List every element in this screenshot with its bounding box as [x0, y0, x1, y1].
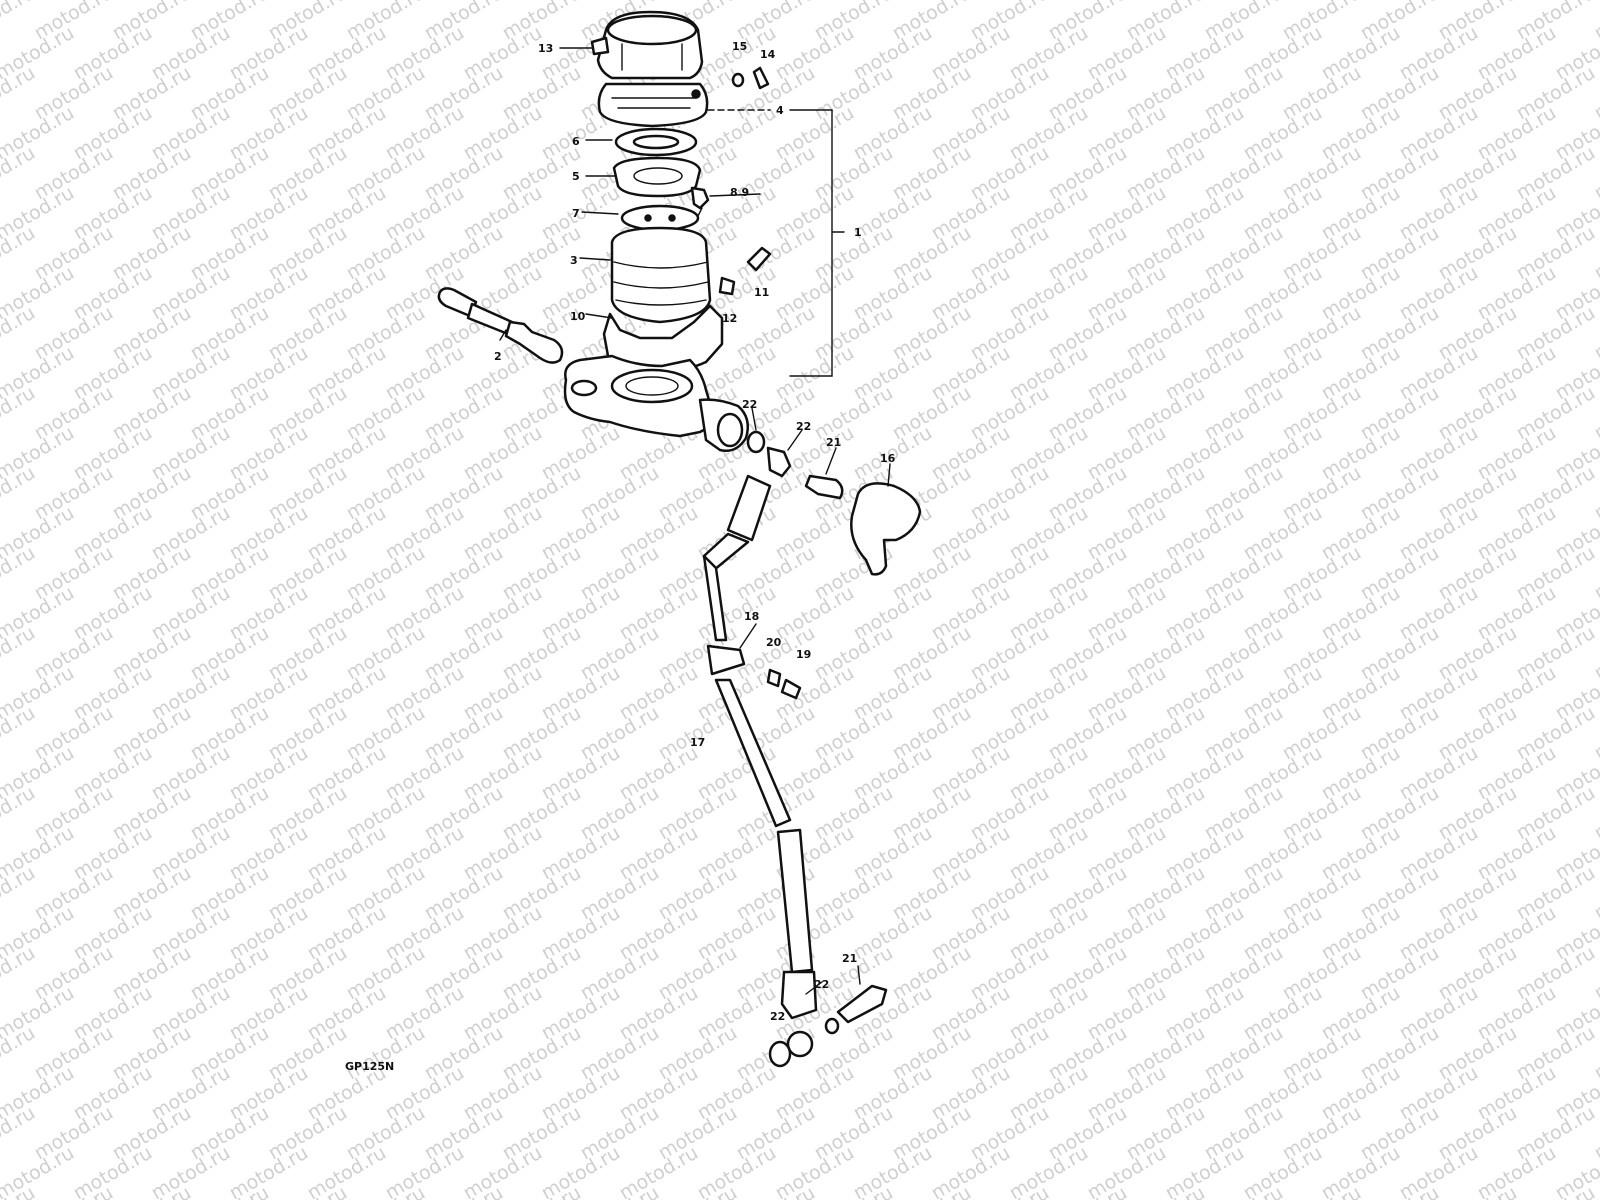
callout-label-8-9: 8 9 — [730, 186, 749, 199]
callout-label-20: 20 — [766, 636, 782, 649]
bleeder-cap — [850, 482, 922, 576]
watermark-text: motod.ru — [0, 0, 39, 44]
callout-label-22d: 22 — [770, 1010, 785, 1023]
callout-label-15: 15 — [732, 40, 747, 53]
reservoir-cap — [590, 10, 704, 80]
screw-and-washer-top — [731, 66, 770, 90]
callout-label-11: 11 — [754, 286, 769, 299]
lower-hose-fitting — [768, 970, 888, 1068]
plate — [620, 204, 700, 232]
mounting-bolt — [718, 246, 772, 296]
callout-label-12: 12 — [722, 312, 737, 325]
callout-label-21a: 21 — [826, 436, 841, 449]
callout-label-22c: 22 — [814, 978, 829, 991]
callout-label-13: 13 — [538, 42, 553, 55]
exploded-view-drawing — [437, 10, 922, 1068]
leader-lines — [499, 47, 891, 995]
callout-label-18: 18 — [744, 610, 759, 623]
diagram-code: GP125N — [345, 1060, 394, 1073]
callout-label-1: 1 — [854, 226, 862, 239]
callout-label-19: 19 — [796, 648, 811, 661]
callout-label-22a: 22 — [742, 398, 757, 411]
clutch-hose — [702, 554, 814, 974]
reservoir-body — [597, 82, 709, 128]
master-cylinder-body — [610, 226, 712, 324]
callout-label-14: 14 — [760, 48, 776, 61]
callout-label-22b: 22 — [796, 420, 811, 433]
callout-label-4: 4 — [776, 104, 784, 117]
callout-label-5: 5 — [572, 170, 580, 183]
callout-label-2: 2 — [494, 350, 502, 363]
callout-label-21b: 21 — [842, 952, 857, 965]
callout-label-17: 17 — [690, 736, 705, 749]
callout-label-10: 10 — [570, 310, 586, 323]
master-cylinder-housing — [563, 304, 749, 452]
hose-clamp — [706, 644, 802, 700]
washer — [614, 127, 698, 157]
callout-label-7: 7 — [572, 207, 580, 220]
watermark-text: motod.ru — [1591, 0, 1600, 44]
diaphragm — [612, 156, 702, 198]
callout-label-16: 16 — [880, 452, 896, 465]
callout-label-3: 3 — [570, 254, 578, 267]
upper-hose-fitting — [702, 430, 844, 572]
push-rod — [437, 287, 564, 364]
callout-label-6: 6 — [572, 135, 580, 148]
bleeder-valve — [690, 186, 710, 217]
assembly-bracket — [707, 109, 845, 377]
